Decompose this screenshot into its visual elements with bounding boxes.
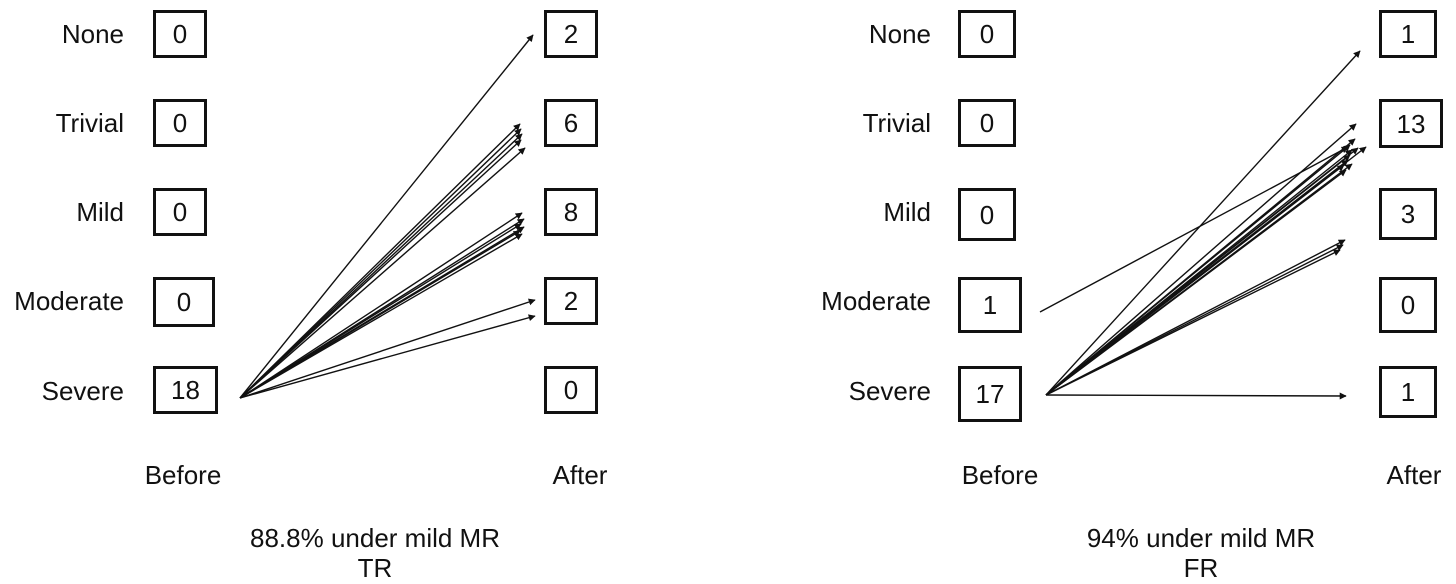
transition-arrow: [239, 147, 526, 399]
transition-arrow: [239, 123, 521, 399]
before-count-trivial: 0: [958, 99, 1016, 147]
after-count-moderate: 0: [1379, 277, 1437, 333]
after-count-mild: 3: [1379, 188, 1437, 240]
transition-arrow: [1045, 392, 1347, 400]
fr-caption: 94% under mild MR: [1086, 523, 1316, 553]
after-count-mild: 8: [544, 188, 598, 236]
transition-arrow: [1039, 146, 1349, 313]
before-count-mild: 0: [153, 188, 207, 236]
after-count-severe: 1: [1379, 366, 1437, 418]
after-axis-label: After: [1386, 460, 1442, 490]
severity-label-moderate: Moderate: [821, 286, 931, 316]
after-axis-label: After: [552, 460, 608, 490]
fr-panel: None Trivial Mild Moderate Severe 0 0 0 …: [728, 0, 1456, 584]
after-count-severe: 0: [544, 366, 598, 414]
before-count-severe: 18: [153, 366, 218, 414]
tr-panel-title: TR: [357, 553, 393, 583]
transition-arrow: [239, 298, 536, 399]
severity-label-none: None: [868, 19, 931, 49]
before-axis-label: Before: [961, 460, 1039, 490]
transition-arrow: [239, 128, 522, 399]
tr-panel: None Trivial Mild Moderate Severe 0 0 0 …: [14, 10, 608, 583]
after-count-none: 1: [1379, 10, 1437, 58]
transition-arrow: [239, 34, 534, 399]
after-count-trivial: 6: [544, 99, 598, 147]
severity-label-severe: Severe: [848, 376, 931, 406]
severity-label-mild: Mild: [76, 197, 124, 227]
before-count-none: 0: [153, 10, 207, 58]
transition-arrow: [239, 233, 523, 399]
transition-arrow: [1045, 169, 1347, 396]
transition-arrow: [239, 314, 536, 399]
before-axis-label: Before: [144, 460, 222, 490]
transition-arrow: [239, 139, 522, 399]
fr-panel-title: FR: [1183, 553, 1219, 583]
before-count-severe: 17: [958, 366, 1022, 422]
transition-arrow: [1045, 249, 1341, 396]
before-count-moderate: 0: [153, 277, 215, 327]
severity-label-mild: Mild: [883, 197, 931, 227]
severity-label-severe: Severe: [41, 376, 124, 406]
transition-arrow: [1045, 123, 1357, 396]
tr-caption: 88.8% under mild MR: [250, 523, 500, 553]
transition-arrow: [1045, 50, 1361, 396]
severity-label-none: None: [61, 19, 124, 49]
severity-label-moderate: Moderate: [14, 286, 124, 316]
severity-label-trivial: Trivial: [862, 108, 931, 138]
after-count-trivial: 13: [1379, 99, 1443, 148]
tr-arrows: [239, 34, 536, 399]
fr-arrows: [1039, 50, 1367, 400]
transition-arrow: [239, 212, 523, 399]
after-count-moderate: 2: [544, 277, 598, 325]
severity-label-trivial: Trivial: [55, 108, 124, 138]
before-count-moderate: 1: [958, 277, 1022, 333]
after-count-none: 2: [544, 10, 598, 58]
transition-arrow: [1045, 164, 1345, 396]
before-count-trivial: 0: [153, 99, 207, 147]
before-count-none: 0: [958, 10, 1016, 58]
before-count-mild: 0: [958, 188, 1016, 241]
transition-arrow: [1045, 144, 1351, 396]
